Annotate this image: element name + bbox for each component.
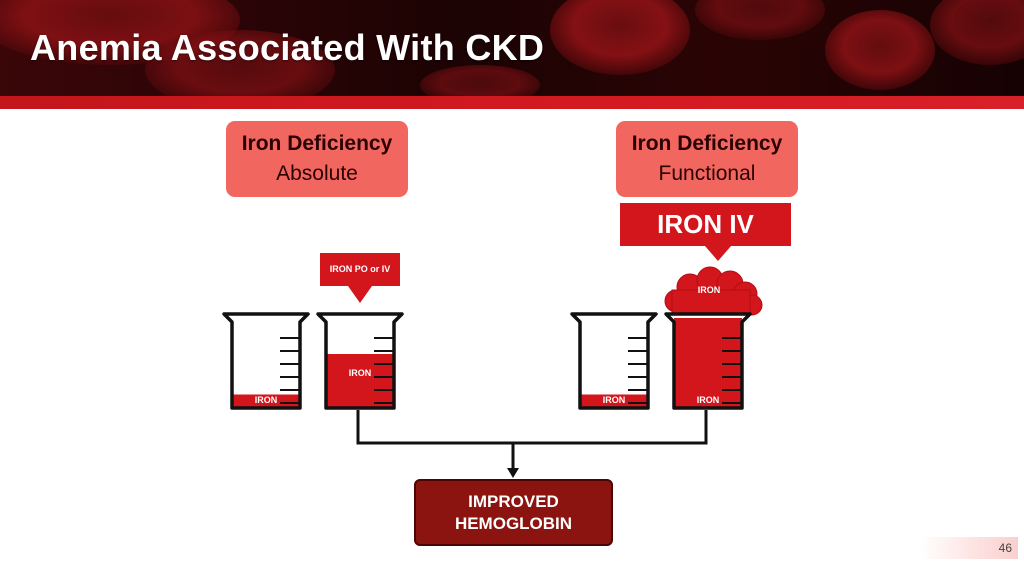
connector-lines [356,410,708,470]
absolute-box-title: Iron Deficiency [241,132,393,155]
beaker-2-iron-fill [326,354,394,408]
functional-box-title: Iron Deficiency [631,132,783,155]
beaker-1-outline [222,312,310,410]
beaker-1 [222,312,310,410]
beaker-2 [316,312,404,410]
result-arrow [507,468,519,478]
beaker-2-outline [316,312,404,410]
header-banner: Anemia Associated With CKD [0,0,1024,96]
beaker-3-outline [570,312,658,410]
beaker-4 [664,312,752,410]
beaker-3 [570,312,658,410]
iron-iv-arrow [705,246,731,261]
beaker-2-label: IRON [348,368,372,378]
iron-overflow-bubbles [664,266,763,316]
header-accent-bar [0,96,1024,109]
beaker-4-outline [664,312,752,410]
beaker-4-label: IRON [696,395,720,405]
improved-hemoglobin-box: IMPROVED HEMOGLOBIN [414,479,613,546]
blood-cells-background [0,0,1024,96]
beaker-1-iron-fill [232,394,300,408]
result-line-2: HEMOGLOBIN [454,514,573,533]
functional-deficiency-box: Iron Deficiency Functional [616,121,798,197]
absolute-box-subtitle: Absolute [276,162,358,185]
iron-po-iv-callout: IRON PO or IV [320,253,400,286]
page-title: Anemia Associated With CKD [30,27,545,68]
beaker-3-label: IRON [602,395,626,405]
iron-po-iv-arrow [348,286,372,303]
functional-box-subtitle: Functional [658,162,756,185]
result-line-1: IMPROVED [468,492,559,511]
beaker-3-iron-fill [580,394,648,408]
iron-iv-banner: IRON IV [620,203,791,246]
page-number: 46 [920,537,1018,559]
absolute-deficiency-box: Iron Deficiency Absolute [226,121,408,197]
beaker-1-label: IRON [254,395,278,405]
overflow-label: IRON [697,285,721,295]
